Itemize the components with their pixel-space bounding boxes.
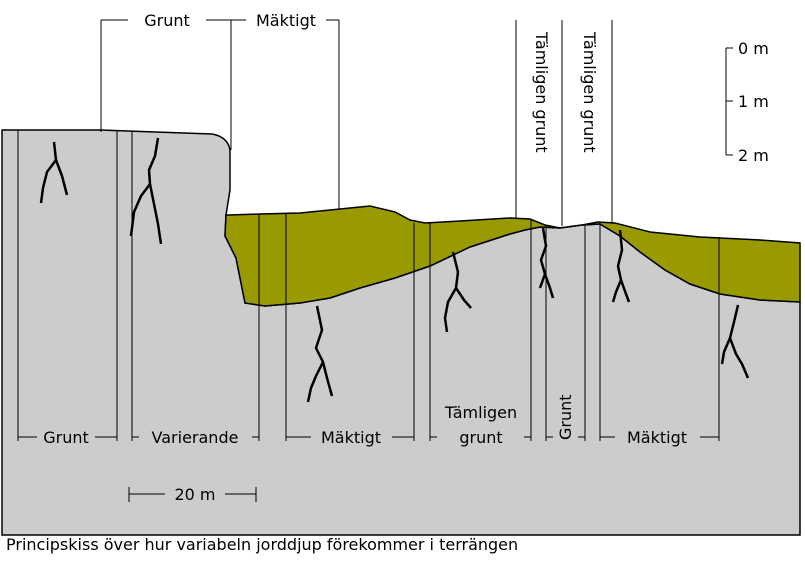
depth-scale bbox=[726, 48, 733, 155]
top-label-tamligen-grunt-1: Tämligen grunt bbox=[532, 31, 551, 153]
bottom-label-maktigt-2: Mäktigt bbox=[627, 428, 687, 447]
top-label-maktigt: Mäktigt bbox=[256, 11, 316, 30]
top-label-grunt: Grunt bbox=[144, 11, 190, 30]
depth-mark-0: 0 m bbox=[738, 39, 769, 58]
depth-mark-2: 2 m bbox=[738, 146, 769, 165]
bottom-label-tamligen: Tämligen bbox=[444, 403, 517, 422]
bottom-label-maktigt-1: Mäktigt bbox=[321, 428, 381, 447]
depth-mark-1: 1 m bbox=[738, 92, 769, 111]
bottom-label-grunt: Grunt bbox=[43, 428, 89, 447]
top-label-tamligen-grunt-2: Tämligen grunt bbox=[580, 31, 599, 153]
bottom-label-grunt-vertical: Grunt bbox=[556, 394, 575, 440]
bottom-label-grunt-2: grunt bbox=[459, 428, 502, 447]
bottom-label-varierande: Varierande bbox=[152, 428, 239, 447]
length-scale-label: 20 m bbox=[174, 485, 215, 504]
figure-caption: Principskiss över hur variabeln jorddjup… bbox=[6, 535, 518, 554]
bedrock-profile bbox=[2, 130, 800, 535]
